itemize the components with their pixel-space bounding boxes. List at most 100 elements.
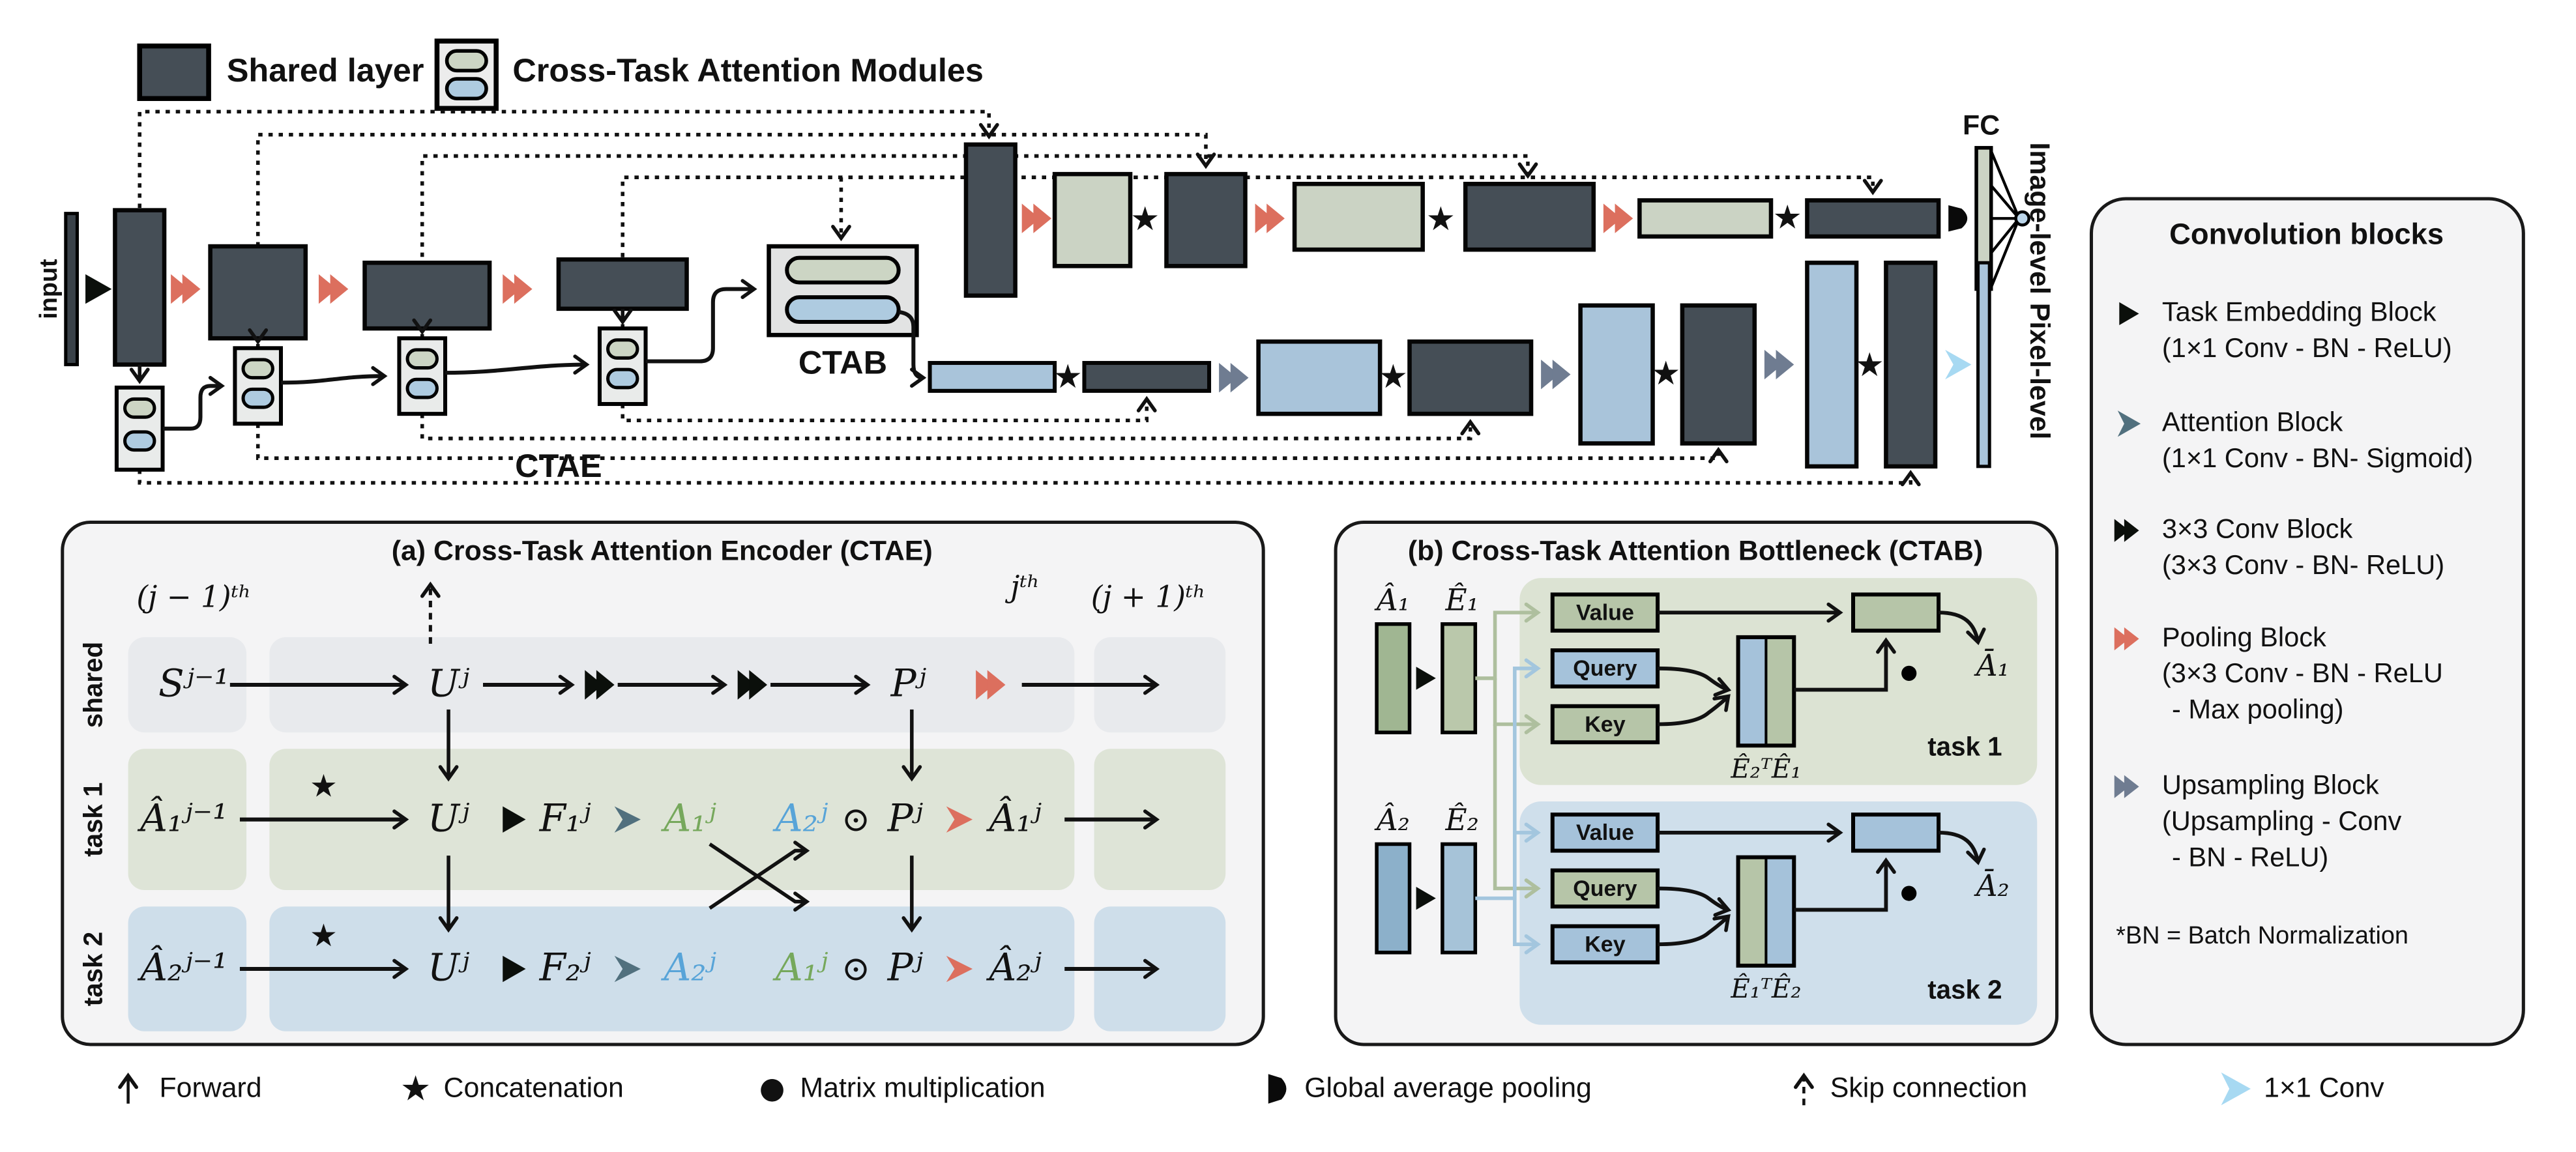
ctae-shared-cell-prev xyxy=(128,637,247,733)
math-p-shared: Pʲ xyxy=(890,663,926,706)
shared-layer-label: Shared layer xyxy=(226,53,424,90)
ctam-label: Cross-Task Attention Modules xyxy=(512,53,984,90)
query-box-label: Query xyxy=(1573,876,1637,901)
ctae-modules xyxy=(114,326,648,472)
star-legend-icon: ★ xyxy=(400,1069,432,1109)
math-a2-hat: Â₂ xyxy=(1376,803,1410,839)
math-s-prev: Sʲ⁻¹ xyxy=(158,663,229,706)
conv-item-detail: (1×1 Conv - BN- Sigmoid) xyxy=(2161,444,2474,474)
math-a2-cross: A₂ʲ xyxy=(775,798,828,841)
conv3x3-icon xyxy=(2114,519,2139,542)
math-u-task1: Uʲ xyxy=(427,798,470,841)
embedding2-connectors xyxy=(1475,658,1541,955)
pooling-arrows-encoder xyxy=(171,274,533,304)
ctae-module-1 xyxy=(114,385,165,472)
query-box-label: Query xyxy=(1573,655,1637,681)
math-a1-cross: A₁ʲ xyxy=(775,947,828,990)
odot-symbol: ⊙ xyxy=(841,799,871,839)
input-label: input xyxy=(35,259,64,319)
concat-star: ★ xyxy=(1426,198,1456,238)
conv-item-detail2: - BN - ReLU) xyxy=(2171,843,2329,873)
ctab-task1-label: task 1 xyxy=(1927,734,2002,762)
ctab-task1-flow xyxy=(1658,602,1986,727)
math-p-task1: Pʲ xyxy=(887,798,923,841)
ctae-conv3x3-icons xyxy=(585,670,768,700)
math-e1-hat: Ê₁ xyxy=(1445,584,1479,618)
math-f1: F₁ʲ xyxy=(539,798,591,841)
ctae-task2-cell-prev xyxy=(128,906,247,1031)
conv-item-detail: (1×1 Conv - BN - ReLU) xyxy=(2161,334,2452,364)
ctab-task2-flow xyxy=(1658,822,1986,947)
value-box-label: Value xyxy=(1575,820,1634,845)
dot-legend-icon: ● xyxy=(759,1071,785,1106)
conv-blocks-title: Convolution blocks xyxy=(2169,217,2444,251)
ctab-module xyxy=(767,244,927,388)
fc-layer-icon xyxy=(1974,146,2030,291)
a2-bar-label: Ā₂ xyxy=(1976,869,2010,904)
ctae-panel-graphics xyxy=(229,581,1160,983)
odot-symbol: ⊙ xyxy=(841,949,871,989)
ctae-cross-swap-arrows xyxy=(709,841,810,912)
pooling-block-icon xyxy=(2114,627,2139,651)
encoder-blocks xyxy=(113,208,689,367)
math-a1-in: Â₁ʲ⁻¹ xyxy=(140,798,228,841)
conv-item-detail: (Upsampling - Conv xyxy=(2161,807,2402,837)
col-curr-label: jᵗʰ xyxy=(1010,570,1040,605)
row-shared-label: shared xyxy=(80,641,109,728)
conv-blocks-icons xyxy=(2114,302,2141,798)
image-level-stream xyxy=(963,142,2030,298)
math-a2-out: Â₂ʲ xyxy=(989,947,1042,990)
pooling-arrows-image xyxy=(1021,203,1633,233)
legend-skip: Skip connection xyxy=(1830,1072,2028,1104)
math-e2-hat: Ê₂ xyxy=(1445,803,1479,839)
input-bar xyxy=(64,212,79,367)
pixel-level-stream xyxy=(928,260,1991,469)
conv-item-detail: (3×3 Conv - BN- ReLU) xyxy=(2161,551,2445,581)
conv-item-detail: (3×3 Conv - BN - ReLU xyxy=(2161,659,2443,689)
col-next-label: (j + 1)ᵗʰ xyxy=(1090,580,1206,615)
ctae-label: CTAE xyxy=(515,449,602,485)
key-box-label: Key xyxy=(1585,712,1626,737)
math-a2-in: Â₂ʲ⁻¹ xyxy=(140,947,228,990)
concat-star: ★ xyxy=(1651,353,1681,393)
ctab-panel-title: (b) Cross-Task Attention Bottleneck (CTA… xyxy=(1407,535,1983,567)
col-prev-label: (j − 1)ᵗʰ xyxy=(136,580,252,615)
ctae-pooling-icon-shared xyxy=(976,670,1006,700)
shared-layer-swatch xyxy=(137,43,211,102)
concat-star: ★ xyxy=(310,768,338,805)
pixel-level-label: Pixel-level xyxy=(2024,302,2056,440)
image-level-label: Image-level xyxy=(2024,142,2056,295)
attention-block-icon xyxy=(2117,410,2141,437)
math-a2-attn: A₂ʲ xyxy=(664,947,716,990)
row-task2-label: task 2 xyxy=(80,931,109,1007)
key-box-label: Key xyxy=(1585,932,1626,957)
ctae-task-arrows xyxy=(239,809,1160,979)
upsampling-arrows xyxy=(1219,349,1794,393)
math-a1-out: Â₁ʲ xyxy=(989,798,1042,841)
math-a1-hat: Â₁ xyxy=(1376,584,1410,618)
conv-item-name: Attention Block xyxy=(2161,408,2343,438)
upsampling-block-icon xyxy=(2114,775,2139,798)
attn-matrix1-label: Ê₂ᵀÊ₁ xyxy=(1731,753,1802,785)
embedding1-connectors xyxy=(1475,602,1541,899)
ctab-label: CTAB xyxy=(798,345,888,382)
bn-note: *BN = Batch Normalization xyxy=(2116,922,2408,951)
fc-label: FC xyxy=(1963,109,2000,141)
row-task1-label: task 1 xyxy=(80,782,109,857)
ctab-task2-label: task 2 xyxy=(1927,977,2002,1005)
math-f2: F₂ʲ xyxy=(539,947,591,990)
panel-conv-blocks xyxy=(2089,197,2525,1046)
task-embedding-icon xyxy=(2119,302,2139,326)
ctae-module-3 xyxy=(397,336,448,416)
concat-star: ★ xyxy=(1772,197,1802,237)
math-u-shared: Uʲ xyxy=(427,663,470,706)
global-average-pooling-icon xyxy=(1948,205,1968,232)
ctae-task1-cell-prev xyxy=(128,749,247,891)
math-p-task2: Pʲ xyxy=(887,947,923,990)
ctab-panel-graphics xyxy=(1375,592,1986,968)
math-a1-attn: A₁ʲ xyxy=(664,798,716,841)
skip-connections-bottom xyxy=(138,396,1921,487)
attn-matrix2-label: Ê₁ᵀÊ₂ xyxy=(1731,973,1802,1005)
